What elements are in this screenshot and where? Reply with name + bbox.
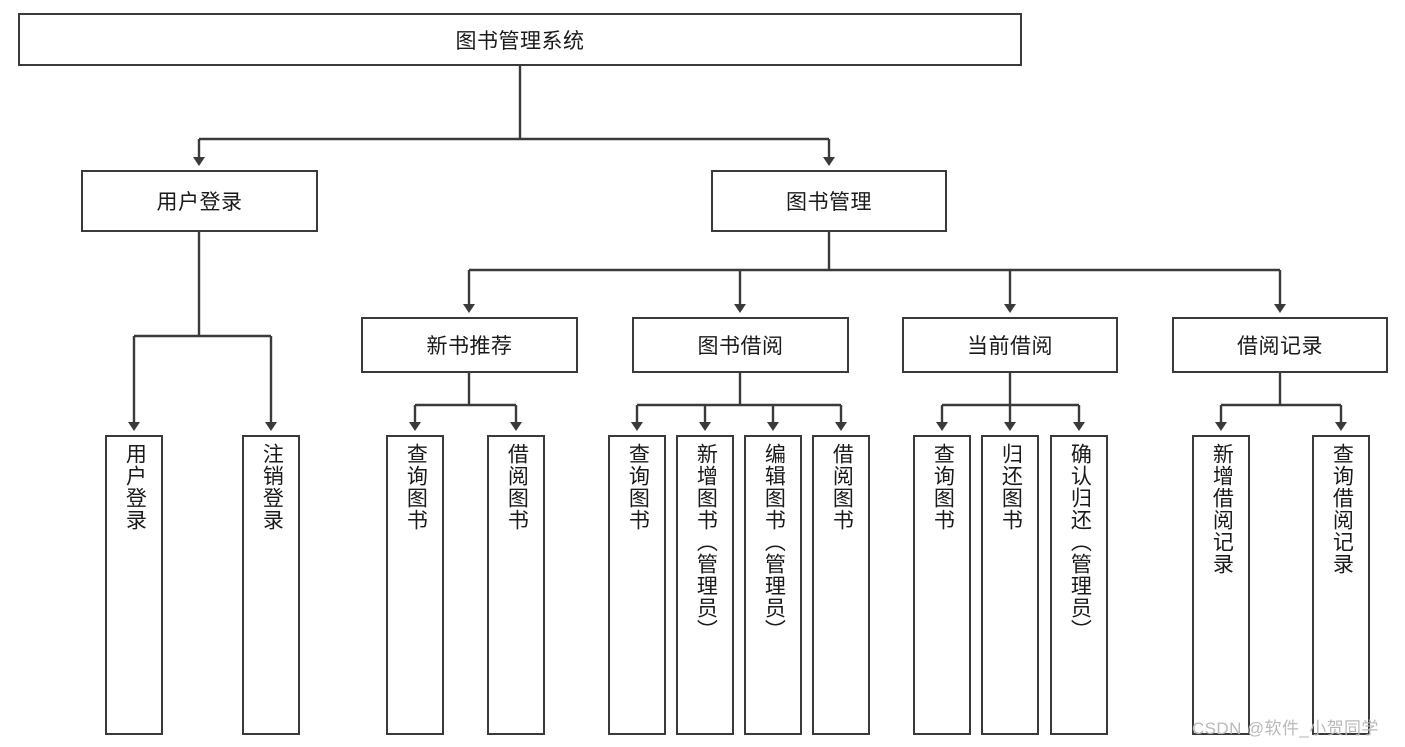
leaf-query-book-current[interactable]: 查询图书 bbox=[913, 435, 971, 735]
node-label: 图书管理系统 bbox=[455, 29, 585, 53]
node-label: 新增借阅记录 bbox=[1210, 443, 1234, 575]
node-borrow-record[interactable]: 借阅记录 bbox=[1172, 317, 1388, 373]
node-book-borrow[interactable]: 图书借阅 bbox=[632, 317, 849, 373]
node-new-book-recommend[interactable]: 新书推荐 bbox=[361, 317, 578, 373]
node-label: 借阅图书 bbox=[830, 443, 854, 531]
leaf-add-book-admin[interactable]: 新增图书（管理员） bbox=[676, 435, 734, 735]
leaf-query-book-recommend[interactable]: 查询图书 bbox=[386, 435, 444, 735]
leaf-query-borrow-record[interactable]: 查询借阅记录 bbox=[1312, 435, 1370, 735]
node-label: 查询图书 bbox=[931, 443, 955, 531]
node-current-borrow[interactable]: 当前借阅 bbox=[902, 317, 1118, 373]
node-label: 当前借阅 bbox=[967, 335, 1053, 358]
node-label: 注销登录 bbox=[260, 443, 284, 531]
node-label: 查询图书 bbox=[404, 443, 428, 531]
node-label: 图书管理 bbox=[786, 191, 872, 214]
node-user-login[interactable]: 用户登录 bbox=[81, 170, 318, 232]
leaf-query-book-borrow[interactable]: 查询图书 bbox=[608, 435, 666, 735]
node-label: 借阅记录 bbox=[1237, 335, 1323, 358]
csdn-watermark: CSDN @软件_小贺同学 bbox=[1192, 719, 1379, 738]
node-label: 新书推荐 bbox=[426, 335, 513, 358]
node-label: 借阅图书 bbox=[505, 443, 529, 531]
node-label: 用户登录 bbox=[123, 443, 147, 531]
node-label: 确认归还（管理员） bbox=[1068, 443, 1092, 641]
node-label: 新增图书（管理员） bbox=[694, 443, 718, 641]
leaf-add-borrow-record[interactable]: 新增借阅记录 bbox=[1192, 435, 1250, 735]
leaf-user-login[interactable]: 用户登录 bbox=[105, 435, 163, 735]
leaf-borrow-book-recommend[interactable]: 借阅图书 bbox=[487, 435, 545, 735]
node-label: 归还图书 bbox=[999, 443, 1023, 531]
leaf-return-book[interactable]: 归还图书 bbox=[981, 435, 1039, 735]
node-root[interactable]: 图书管理系统 bbox=[18, 13, 1022, 66]
leaf-edit-book-admin[interactable]: 编辑图书（管理员） bbox=[744, 435, 802, 735]
node-label: 查询图书 bbox=[626, 443, 650, 531]
node-book-management[interactable]: 图书管理 bbox=[711, 170, 947, 232]
leaf-confirm-return-admin[interactable]: 确认归还（管理员） bbox=[1050, 435, 1108, 735]
node-label: 用户登录 bbox=[156, 191, 243, 214]
node-label: 编辑图书（管理员） bbox=[762, 443, 786, 641]
node-label: 查询借阅记录 bbox=[1330, 443, 1354, 575]
leaf-borrow-book[interactable]: 借阅图书 bbox=[812, 435, 870, 735]
node-label: 图书借阅 bbox=[697, 335, 784, 358]
leaf-logout-login[interactable]: 注销登录 bbox=[242, 435, 300, 735]
